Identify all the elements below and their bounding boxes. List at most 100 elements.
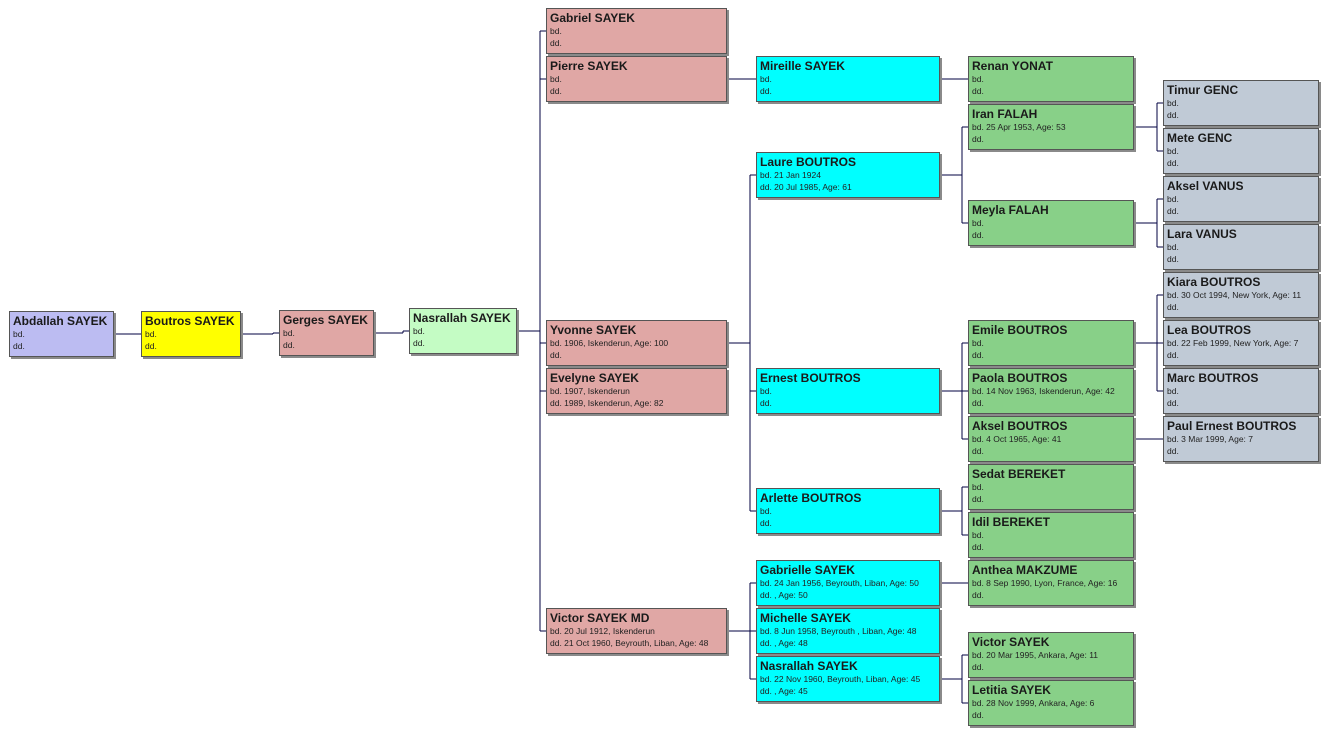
death-date: dd. [1167,302,1179,312]
person-name: Renan YONAT [972,59,1053,73]
birth-date: bd. 1907, Iskenderun [550,386,630,396]
person-name: Abdallah SAYEK [13,314,108,328]
person-name: Meyla FALAH [972,203,1049,217]
birth-date: bd. [972,218,984,228]
death-date: dd. 21 Oct 1960, Beyrouth, Liban, Age: 4… [550,638,709,648]
death-date: dd. [413,338,425,348]
person-name: Ernest BOUTROS [760,371,861,385]
person-name: Idil BEREKET [972,515,1051,529]
death-date: dd. , Age: 45 [760,686,808,696]
birth-date: bd. 8 Sep 1990, Lyon, France, Age: 16 [972,578,1118,588]
death-date: dd. [760,518,772,528]
person-name: Gabriel SAYEK [550,11,635,25]
birth-date: bd. 3 Mar 1999, Age: 7 [1167,434,1254,444]
person-name: Evelyne SAYEK [550,371,639,385]
birth-date: bd. [413,326,425,336]
death-date: dd. [972,542,984,552]
death-date: dd. [972,710,984,720]
death-date: dd. [972,590,984,600]
person-name: Emile BOUTROS [972,323,1068,337]
death-date: dd. [1167,110,1179,120]
birth-date: bd. [972,530,984,540]
death-date: dd. [1167,398,1179,408]
birth-date: bd. [760,74,772,84]
person-name: Iran FALAH [972,107,1038,121]
person-name: Letitia SAYEK [972,683,1051,697]
death-date: dd. [972,350,984,360]
person-name: Gabrielle SAYEK [760,563,855,577]
death-date: dd. [550,350,562,360]
birth-date: bd. [1167,242,1179,252]
person-name: Lea BOUTROS [1167,323,1252,337]
birth-date: bd. [760,386,772,396]
death-date: dd. [760,86,772,96]
person-name: Mete GENC [1167,131,1233,145]
person-name: Laure BOUTROS [760,155,857,169]
person-name: Michelle SAYEK [760,611,851,625]
death-date: dd. [145,341,157,351]
person-name: Paul Ernest BOUTROS [1167,419,1297,433]
birth-date: bd. 21 Jan 1924 [760,170,821,180]
birth-date: bd. 8 Jun 1958, Beyrouth , Liban, Age: 4… [760,626,917,636]
birth-date: bd. 22 Nov 1960, Beyrouth, Liban, Age: 4… [760,674,921,684]
person-name: Paola BOUTROS [972,371,1068,385]
death-date: dd. [1167,350,1179,360]
birth-date: bd. 25 Apr 1953, Age: 53 [972,122,1066,132]
person-name: Yvonne SAYEK [550,323,637,337]
death-date: dd. [972,446,984,456]
birth-date: bd. [1167,194,1179,204]
person-name: Aksel VANUS [1167,179,1244,193]
person-name: Pierre SAYEK [550,59,628,73]
person-name: Boutros SAYEK [145,314,235,328]
person-name: Nasrallah SAYEK [760,659,858,673]
person-name: Anthea MAKZUME [972,563,1078,577]
birth-date: bd. [1167,146,1179,156]
birth-date: bd. [972,482,984,492]
death-date: dd. [972,86,984,96]
person-name: Victor SAYEK [972,635,1050,649]
death-date: dd. , Age: 50 [760,590,808,600]
birth-date: bd. [1167,386,1179,396]
birth-date: bd. [145,329,157,339]
death-date: dd. [283,340,295,350]
person-name: Aksel BOUTROS [972,419,1068,433]
birth-date: bd. [1167,98,1179,108]
death-date: dd. [1167,254,1179,264]
person-name: Lara VANUS [1167,227,1237,241]
